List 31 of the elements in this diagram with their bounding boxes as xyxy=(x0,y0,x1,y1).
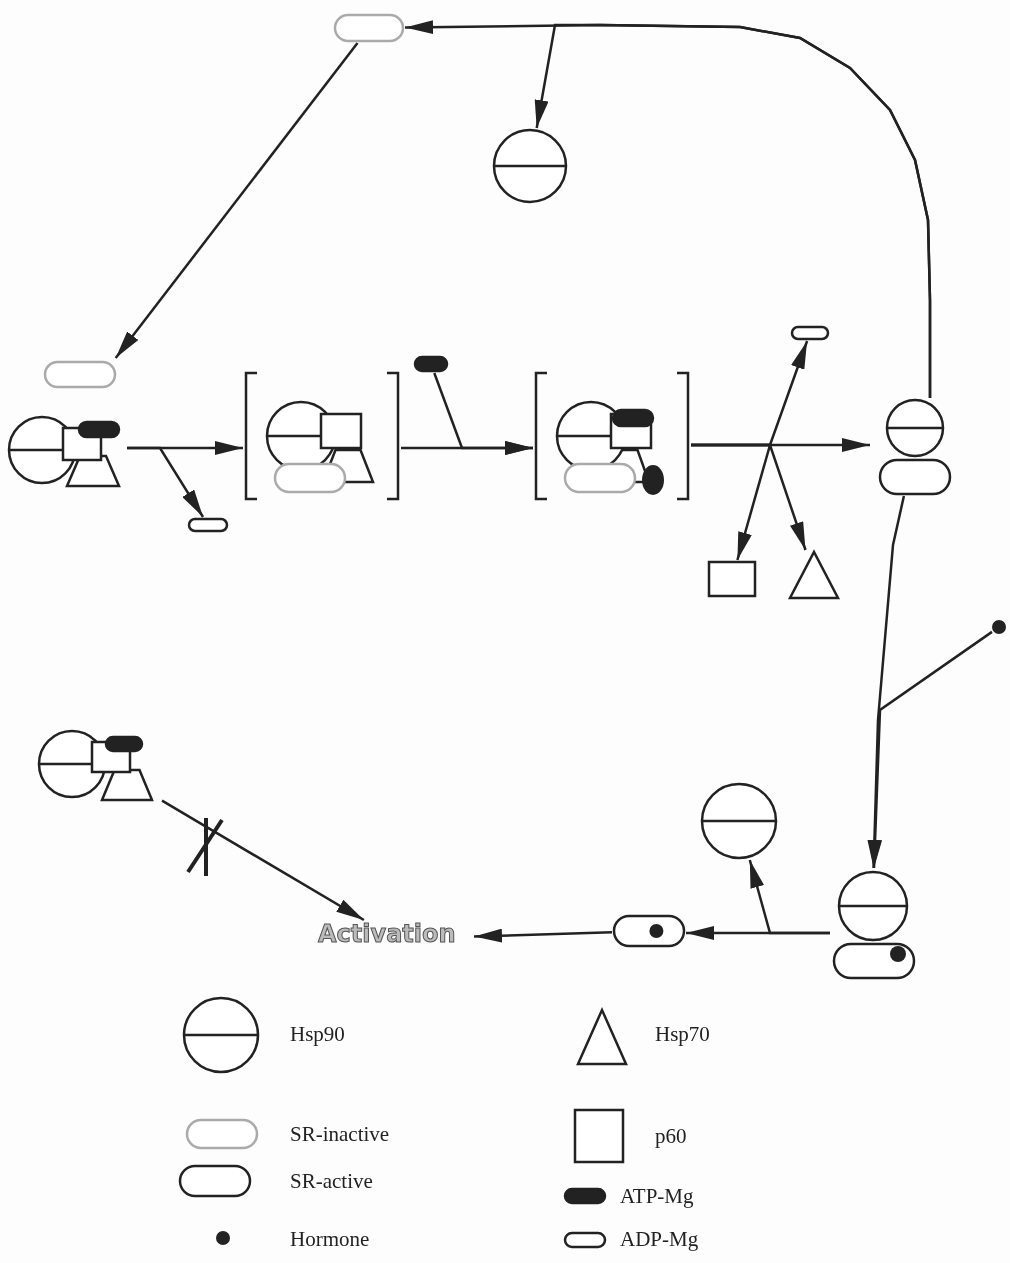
protein-complex-drawing xyxy=(533,370,691,502)
arrow xyxy=(867,495,906,869)
arrow xyxy=(127,446,205,518)
legend-label: p60 xyxy=(655,1124,687,1149)
dot-icon xyxy=(992,620,1006,634)
pill-icon xyxy=(413,355,449,373)
legend-label: SR-inactive xyxy=(290,1122,390,1147)
protein-complex-drawing xyxy=(243,370,401,502)
arrow xyxy=(433,372,533,455)
protein-complex-drawing xyxy=(830,868,916,980)
square-icon xyxy=(707,560,757,598)
arrow xyxy=(161,799,365,922)
legend-label: ADP-Mg xyxy=(620,1227,699,1252)
arrow xyxy=(534,23,932,398)
pill-icon xyxy=(790,325,830,341)
legend-label: Hsp90 xyxy=(290,1022,345,1047)
pill-icon xyxy=(187,517,229,533)
legend-label: Hormone xyxy=(290,1227,370,1252)
legend-label: Hsp70 xyxy=(655,1022,710,1047)
split-circle-icon xyxy=(698,782,780,860)
arrow xyxy=(473,928,613,943)
arrow xyxy=(868,630,993,869)
pill-icon xyxy=(612,914,686,948)
pill-icon xyxy=(333,13,405,43)
arrow xyxy=(748,859,830,935)
arrow xyxy=(691,443,807,551)
activation-text: Activation xyxy=(318,920,456,948)
legend-label: ATP-Mg xyxy=(620,1184,694,1209)
legend-label: SR-active xyxy=(290,1169,373,1194)
arrow xyxy=(114,42,359,359)
triangle-icon xyxy=(788,550,840,600)
